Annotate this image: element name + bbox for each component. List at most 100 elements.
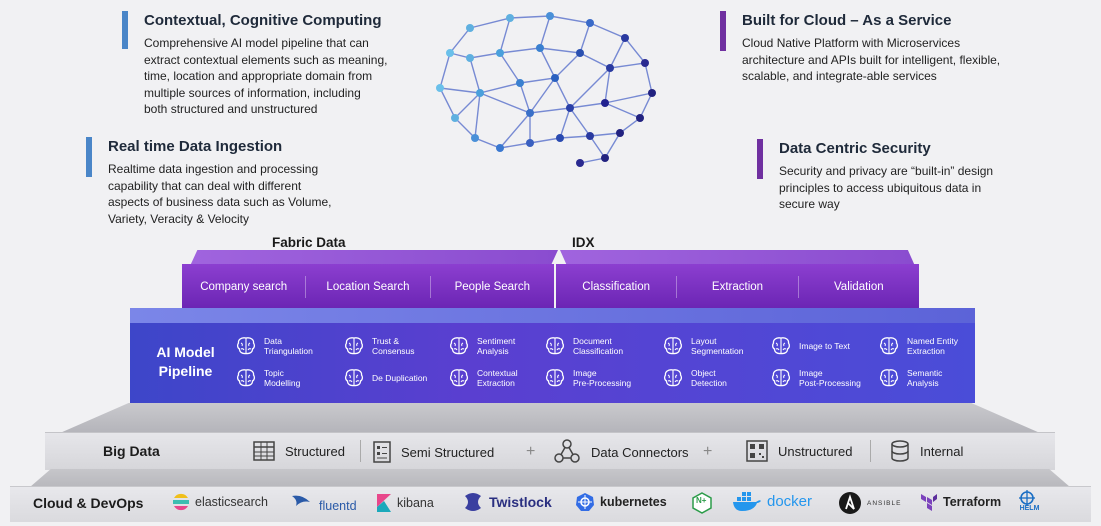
big-data-shelf	[60, 403, 1040, 433]
feature-contextual-computing: Contextual, Cognitive Computing Comprehe…	[122, 11, 422, 118]
unstructured-item[interactable]: Unstructured	[746, 440, 852, 462]
fabric-data-slab: Company search Location Search People Se…	[182, 264, 554, 310]
brain-network-icon	[436, 12, 656, 167]
plus-icon: +	[703, 443, 713, 460]
brain-icon	[344, 369, 364, 387]
idx-item-classification[interactable]: Classification	[556, 276, 678, 298]
table-icon	[253, 441, 275, 461]
helm-wheel-icon	[1019, 490, 1035, 506]
plus-icon: +	[526, 443, 536, 460]
brain-icon	[545, 337, 565, 355]
unstructured-label: Unstructured	[778, 443, 853, 459]
idx-slab-top	[560, 250, 915, 266]
elasticsearch-logo: elasticsearch	[172, 493, 268, 511]
brain-icon	[449, 369, 469, 387]
idx-label: IDX	[572, 235, 595, 250]
idx-item-validation[interactable]: Validation	[833, 281, 884, 293]
cloud-devops-row	[10, 486, 1091, 522]
ansible-icon	[839, 492, 861, 514]
elasticsearch-icon	[173, 493, 189, 511]
terraform-logo: Terraform	[920, 493, 1001, 511]
fabric-slab-top	[190, 250, 558, 266]
twistlock-icon	[465, 493, 481, 511]
brain-icon	[449, 337, 469, 355]
data-connectors-item[interactable]: Data Connectors	[553, 438, 689, 466]
internal-item[interactable]: Internal	[890, 440, 963, 462]
cloud-devops-label: Cloud & DevOps	[33, 495, 144, 511]
feature-title: Data Centric Security	[779, 140, 931, 157]
brain-icon	[344, 337, 364, 355]
big-data-row	[45, 432, 1055, 470]
pipeline-item-label: Trust &Consensus	[372, 336, 415, 356]
pipeline-item[interactable]: Trust &Consensus	[343, 335, 442, 357]
brain-icon	[771, 337, 791, 355]
structured-label: Structured	[285, 443, 345, 459]
pipeline-item-label: Image to Text	[799, 341, 850, 351]
fabric-item-company-search[interactable]: Company search	[182, 276, 307, 298]
semi-structured-label: Semi Structured	[401, 444, 495, 460]
pipeline-item[interactable]: Image to Text	[770, 335, 869, 357]
brain-icon	[879, 369, 899, 387]
big-data-label: Big Data	[103, 443, 160, 459]
database-icon	[891, 440, 909, 462]
idx-item-extraction[interactable]: Extraction	[677, 276, 799, 298]
helm-logo: HELM	[1016, 490, 1043, 512]
fabric-item-people-search[interactable]: People Search	[454, 281, 531, 293]
feature-data-security: Data Centric Security Security and priva…	[757, 139, 1057, 213]
nginx-plus-logo: N+	[692, 492, 717, 514]
feature-description: Cloud Native Platform with Microservices…	[742, 36, 1001, 83]
brain-icon	[545, 369, 565, 387]
document-list-icon	[373, 441, 391, 463]
feature-title: Built for Cloud – As a Service	[742, 12, 952, 29]
fluentd-logo: fluentd	[290, 491, 357, 513]
fabric-item-location-search[interactable]: Location Search	[306, 276, 431, 298]
brain-icon	[663, 337, 683, 355]
accent-bar	[757, 139, 763, 179]
brain-icon	[663, 369, 683, 387]
kubernetes-logo: kubernetes	[575, 492, 667, 512]
cloud-shelf	[30, 469, 1070, 487]
docker-logo: docker	[732, 490, 812, 512]
feature-description: Security and privacy are “built-in” desi…	[779, 164, 994, 211]
qr-grid-icon	[746, 440, 768, 462]
pipeline-item[interactable]: De Duplication	[343, 367, 442, 389]
brain-icon	[879, 337, 899, 355]
terraform-icon	[921, 494, 937, 511]
semi-structured-item[interactable]: Semi Structured	[373, 441, 494, 463]
brain-icon	[236, 369, 256, 387]
idx-slab: Classification Extraction Validation	[556, 264, 919, 310]
pipeline-top-face	[130, 308, 975, 326]
separator	[870, 440, 871, 462]
accent-bar	[720, 11, 726, 51]
twistlock-logo: Twistlock	[462, 492, 552, 512]
feature-description: Comprehensive AI model pipeline that can…	[144, 36, 388, 116]
internal-label: Internal	[920, 443, 964, 459]
ansible-logo: ANSIBLE	[838, 491, 901, 515]
structured-item[interactable]: Structured	[253, 441, 345, 461]
feature-title: Contextual, Cognitive Computing	[144, 12, 382, 29]
docker-whale-icon	[733, 492, 761, 511]
